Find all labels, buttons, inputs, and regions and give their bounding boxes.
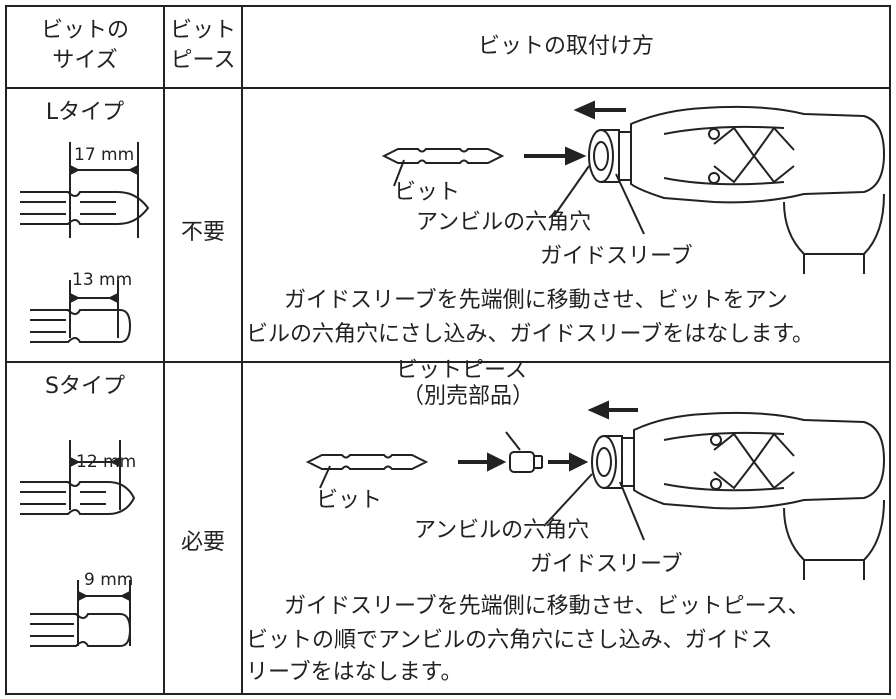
row1-type: Lタイプ: [45, 100, 125, 125]
header-piece-line2: ピース: [170, 48, 236, 73]
header-size-line1: ビットの: [40, 18, 129, 43]
l-type-bit-diagrams: [20, 142, 150, 343]
row2-label-anvil: アンビルの六角穴: [414, 518, 590, 543]
header-piece-line1: ビット: [169, 18, 236, 43]
row1-instruction-line1: ガイドスリーブを先端側に移動させ、ビットをアン: [284, 288, 788, 313]
row1-label-sleeve: ガイドスリーブ: [540, 244, 693, 269]
s-type-install-illustration: [305, 400, 886, 580]
row2-label-piece: ビットピース: [396, 358, 527, 383]
s-type-bit-diagrams: [20, 440, 136, 647]
header-size-line2: サイズ: [52, 48, 118, 73]
row2-dim2: 9 mm: [84, 570, 134, 590]
row1-label-bit: ビット: [394, 180, 461, 205]
row2-type: Sタイプ: [45, 374, 125, 399]
header-method: ビットの取付け方: [477, 34, 654, 59]
row2-instruction-line2: ビットの順でアンビルの六角穴にさし込み、ガイドス: [246, 628, 773, 653]
row2-dim1: 12 mm: [76, 452, 137, 472]
row1-bit-piece: 不要: [180, 220, 225, 245]
row1-dim2: 13 mm: [72, 270, 133, 290]
row2-instruction-line1: ガイドスリーブを先端側に移動させ、ビットピース、: [284, 594, 810, 619]
row1-instruction-line2: ビルの六角穴にさし込み、ガイドスリーブをはなします。: [246, 322, 815, 347]
row1-dim1: 17 mm: [74, 145, 135, 165]
row2-label-piece-note: （別売部品）: [402, 384, 535, 409]
row1-label-anvil: アンビルの六角穴: [416, 210, 592, 235]
l-type-install-illustration: [381, 100, 886, 274]
row2-bit-piece: 必要: [180, 530, 225, 555]
row2-instruction-line3: リーブをはなします。: [246, 660, 463, 685]
row2-label-bit: ビット: [316, 488, 383, 513]
row2-label-sleeve: ガイドスリーブ: [530, 552, 683, 577]
